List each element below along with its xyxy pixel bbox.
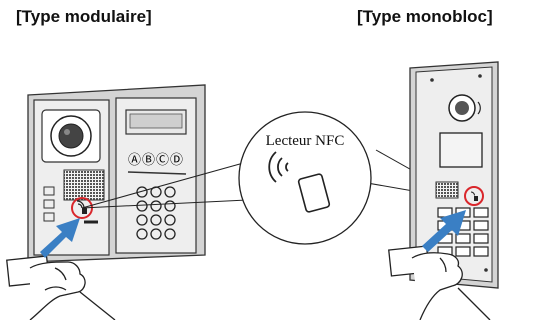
hand-with-card-monobloc bbox=[388, 245, 491, 320]
nfc-reader-label: Lecteur NFC bbox=[266, 133, 345, 149]
nfc-reader-highlight-monobloc bbox=[464, 186, 484, 206]
status-icons bbox=[43, 186, 55, 222]
modular-intercom-panel: Ⓐ Ⓑ Ⓒ Ⓓ bbox=[27, 84, 206, 263]
tap-arrow-monobloc bbox=[422, 210, 466, 252]
function-buttons: Ⓐ Ⓑ Ⓒ Ⓓ bbox=[128, 153, 183, 168]
title-monobloc-type: [Type monobloc] bbox=[357, 7, 493, 26]
nfc-wave-icon bbox=[268, 151, 289, 183]
button-b-glyph: Ⓑ bbox=[142, 153, 155, 168]
numeric-keypad bbox=[136, 186, 176, 240]
button-a-glyph: Ⓐ bbox=[128, 153, 141, 168]
tap-arrow-modular bbox=[40, 218, 80, 258]
camera-icon bbox=[41, 109, 101, 163]
hand-with-card-modular bbox=[6, 255, 116, 320]
speaker-grill bbox=[435, 181, 459, 199]
speaker-grill bbox=[63, 169, 105, 201]
display-screen bbox=[439, 132, 483, 168]
nfc-reader-icon bbox=[470, 191, 478, 201]
button-c-glyph: Ⓒ bbox=[156, 153, 169, 168]
button-d-glyph: Ⓓ bbox=[170, 153, 183, 168]
camera-icon bbox=[448, 94, 481, 122]
monobloc-intercom-panel bbox=[409, 61, 499, 289]
nfc-callout: Lecteur NFC bbox=[81, 111, 466, 245]
nfc-card-icon bbox=[297, 173, 331, 213]
title-modular-type: [Type modulaire] bbox=[16, 7, 152, 26]
